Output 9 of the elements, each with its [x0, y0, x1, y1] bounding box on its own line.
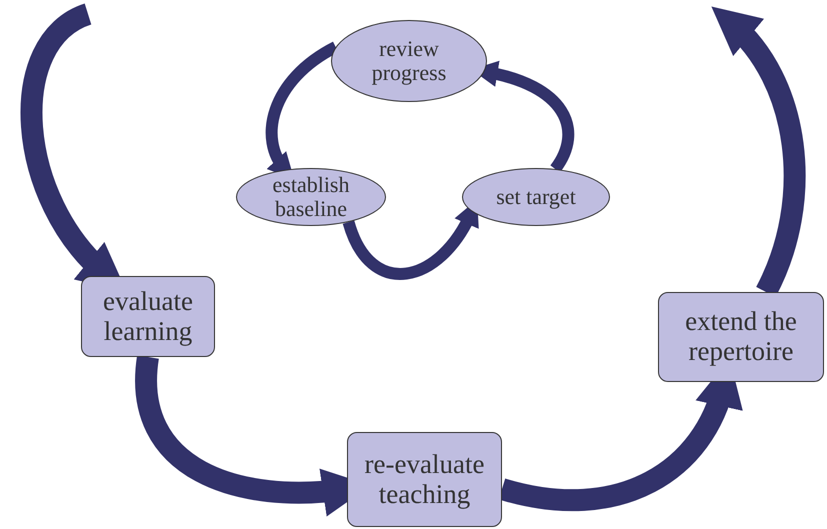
step-label: set target [496, 184, 576, 210]
step-label: re-evaluate teaching [364, 450, 486, 510]
step-box [81, 276, 215, 357]
step-label: evaluate learning [102, 286, 194, 346]
step-box [347, 432, 502, 527]
step-box [658, 292, 824, 382]
step-label: establish baseline [272, 172, 350, 222]
step-label: review progress [370, 36, 448, 86]
step-label: extend the repertoire [684, 307, 798, 367]
